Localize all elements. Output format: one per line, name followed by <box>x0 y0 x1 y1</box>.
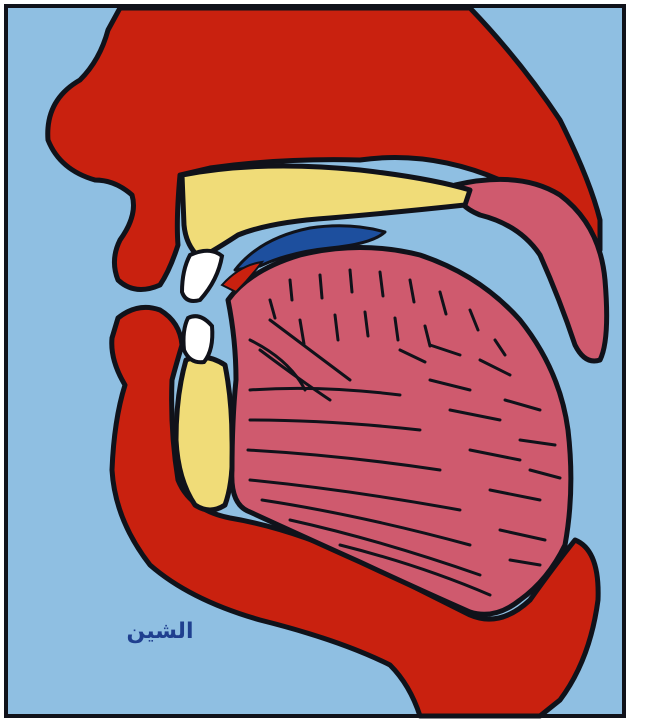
figure-label: الشين <box>127 619 194 644</box>
lower-jaw-bone <box>176 357 232 510</box>
lower-incisor <box>184 316 213 362</box>
